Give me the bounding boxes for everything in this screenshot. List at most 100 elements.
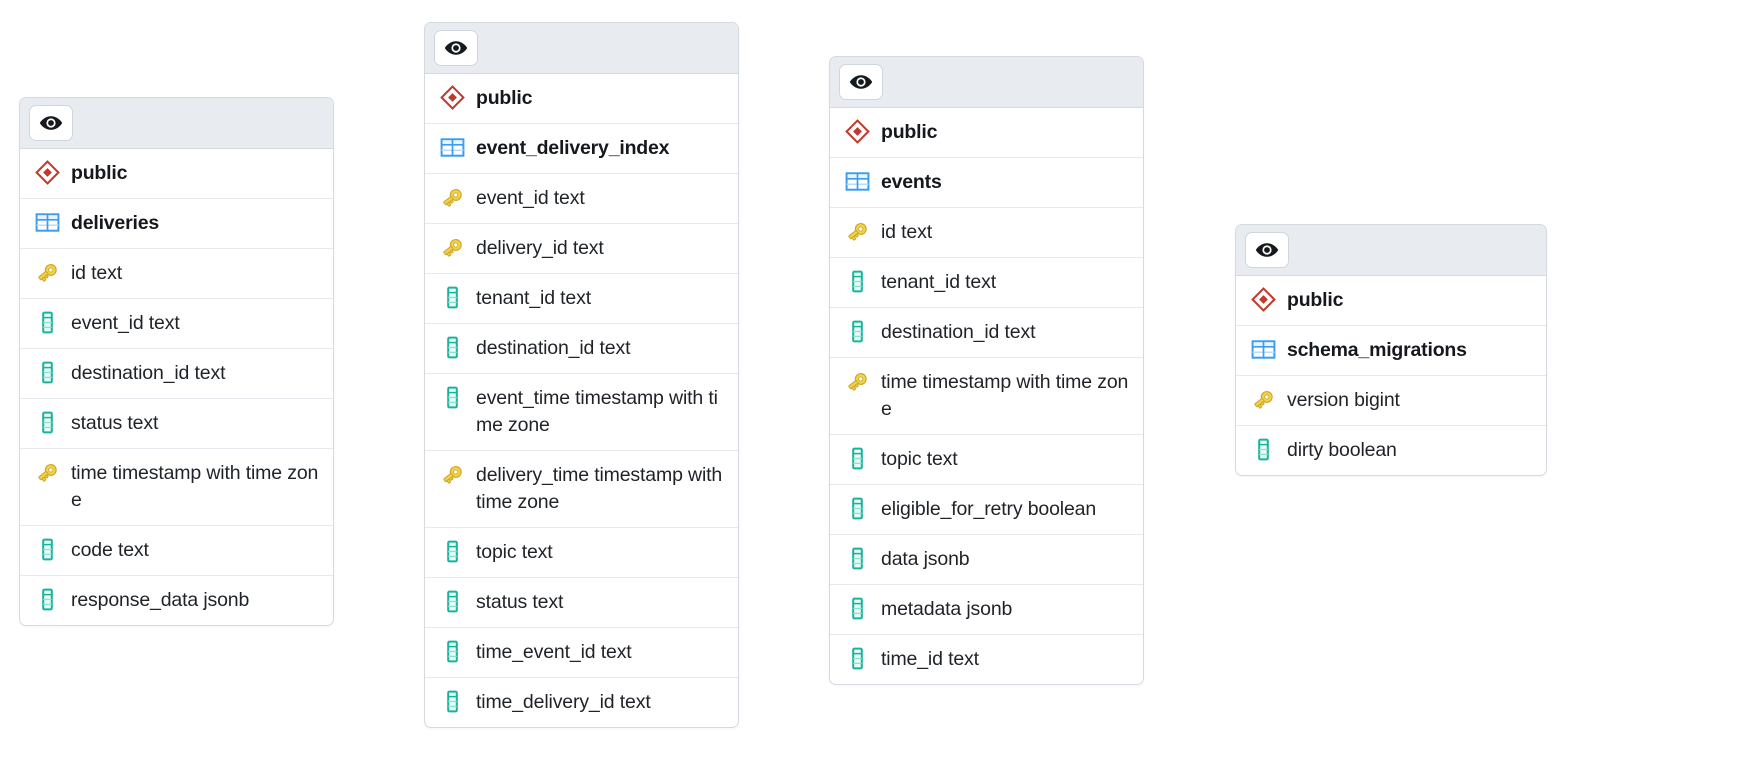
table-name-label: deliveries xyxy=(71,212,159,234)
column-row[interactable]: status text xyxy=(425,578,738,628)
primary-key-icon xyxy=(1251,387,1276,412)
column-icon xyxy=(35,360,60,385)
column-icon xyxy=(845,496,870,521)
column-row[interactable]: time timestamp with time zone xyxy=(20,449,333,526)
column-row[interactable]: destination_id text xyxy=(20,349,333,399)
table-name-label: event_delivery_index xyxy=(476,137,670,159)
table-grid-icon xyxy=(35,210,60,235)
column-row[interactable]: id text xyxy=(20,249,333,299)
visibility-toggle-button[interactable] xyxy=(839,64,883,100)
column-row[interactable]: time_id text xyxy=(830,635,1143,684)
card-header xyxy=(1236,225,1546,276)
column-icon xyxy=(35,587,60,612)
table-name-row[interactable]: schema_migrations xyxy=(1236,326,1546,376)
column-icon xyxy=(845,646,870,671)
column-icon xyxy=(35,537,60,562)
column-icon xyxy=(845,319,870,344)
column-label: event_id text xyxy=(71,312,180,334)
column-row[interactable]: destination_id text xyxy=(425,324,738,374)
column-label: event_time timestamp with time zone xyxy=(476,387,718,436)
table-grid-icon xyxy=(1251,337,1276,362)
schema-diamond-icon xyxy=(1251,287,1276,312)
column-row[interactable]: code text xyxy=(20,526,333,576)
column-row[interactable]: delivery_time timestamp with time zone xyxy=(425,451,738,528)
column-row[interactable]: tenant_id text xyxy=(830,258,1143,308)
schema-row[interactable]: public xyxy=(830,108,1143,158)
column-row[interactable]: metadata jsonb xyxy=(830,585,1143,635)
visibility-toggle-button[interactable] xyxy=(434,30,478,66)
card-event-delivery-index[interactable]: public event_delivery_index event_id text d… xyxy=(424,22,739,728)
table-name-row[interactable]: deliveries xyxy=(20,199,333,249)
card-header xyxy=(20,98,333,149)
column-icon xyxy=(1251,437,1276,462)
schema-diamond-icon xyxy=(845,119,870,144)
schema-row[interactable]: public xyxy=(20,149,333,199)
column-row[interactable]: time timestamp with time zone xyxy=(830,358,1143,435)
column-icon xyxy=(845,446,870,471)
column-row[interactable]: version bigint xyxy=(1236,376,1546,426)
column-icon xyxy=(845,546,870,571)
column-row[interactable]: time_delivery_id text xyxy=(425,678,738,727)
column-label: time_id text xyxy=(881,648,979,670)
schema-diamond-icon xyxy=(35,160,60,185)
column-icon xyxy=(440,285,465,310)
column-label: status text xyxy=(71,412,159,434)
eye-icon xyxy=(38,110,64,136)
column-row[interactable]: response_data jsonb xyxy=(20,576,333,625)
column-row[interactable]: event_id text xyxy=(425,174,738,224)
column-row[interactable]: topic text xyxy=(425,528,738,578)
table-name-row[interactable]: event_delivery_index xyxy=(425,124,738,174)
schema-name-label: public xyxy=(881,121,938,143)
column-row[interactable]: event_time timestamp with time zone xyxy=(425,374,738,451)
table-name-row[interactable]: events xyxy=(830,158,1143,208)
column-row[interactable]: destination_id text xyxy=(830,308,1143,358)
column-label: version bigint xyxy=(1287,389,1400,411)
column-label: event_id text xyxy=(476,187,585,209)
column-label: response_data jsonb xyxy=(71,589,250,611)
column-row[interactable]: status text xyxy=(20,399,333,449)
column-row[interactable]: delivery_id text xyxy=(425,224,738,274)
eye-icon xyxy=(848,69,874,95)
column-row[interactable]: eligible_for_retry boolean xyxy=(830,485,1143,535)
primary-key-icon xyxy=(845,219,870,244)
primary-key-icon xyxy=(440,235,465,260)
column-icon xyxy=(440,539,465,564)
visibility-toggle-button[interactable] xyxy=(1245,232,1289,268)
column-icon xyxy=(440,589,465,614)
column-label: data jsonb xyxy=(881,548,970,570)
table-name-label: schema_migrations xyxy=(1287,339,1467,361)
primary-key-icon xyxy=(35,460,60,485)
column-label: time timestamp with time zone xyxy=(881,371,1129,420)
column-icon xyxy=(35,410,60,435)
column-label: status text xyxy=(476,591,564,613)
schema-row[interactable]: public xyxy=(425,74,738,124)
column-row[interactable]: event_id text xyxy=(20,299,333,349)
column-icon xyxy=(440,639,465,664)
table-grid-icon xyxy=(440,135,465,160)
column-row[interactable]: id text xyxy=(830,208,1143,258)
column-row[interactable]: tenant_id text xyxy=(425,274,738,324)
column-row[interactable]: dirty boolean xyxy=(1236,426,1546,475)
table-grid-icon xyxy=(845,169,870,194)
schema-name-label: public xyxy=(1287,289,1344,311)
column-row[interactable]: data jsonb xyxy=(830,535,1143,585)
eye-icon xyxy=(1254,237,1280,263)
column-icon xyxy=(440,335,465,360)
schema-row[interactable]: public xyxy=(1236,276,1546,326)
primary-key-icon xyxy=(440,185,465,210)
primary-key-icon xyxy=(35,260,60,285)
column-icon xyxy=(845,269,870,294)
column-row[interactable]: time_event_id text xyxy=(425,628,738,678)
card-header xyxy=(830,57,1143,108)
primary-key-icon xyxy=(845,369,870,394)
column-row[interactable]: topic text xyxy=(830,435,1143,485)
column-label: destination_id text xyxy=(476,337,631,359)
visibility-toggle-button[interactable] xyxy=(29,105,73,141)
column-label: delivery_id text xyxy=(476,237,604,259)
schema-name-label: public xyxy=(476,87,533,109)
column-label: topic text xyxy=(881,448,958,470)
card-deliveries[interactable]: public deliveries id text event_id text dest… xyxy=(19,97,334,626)
